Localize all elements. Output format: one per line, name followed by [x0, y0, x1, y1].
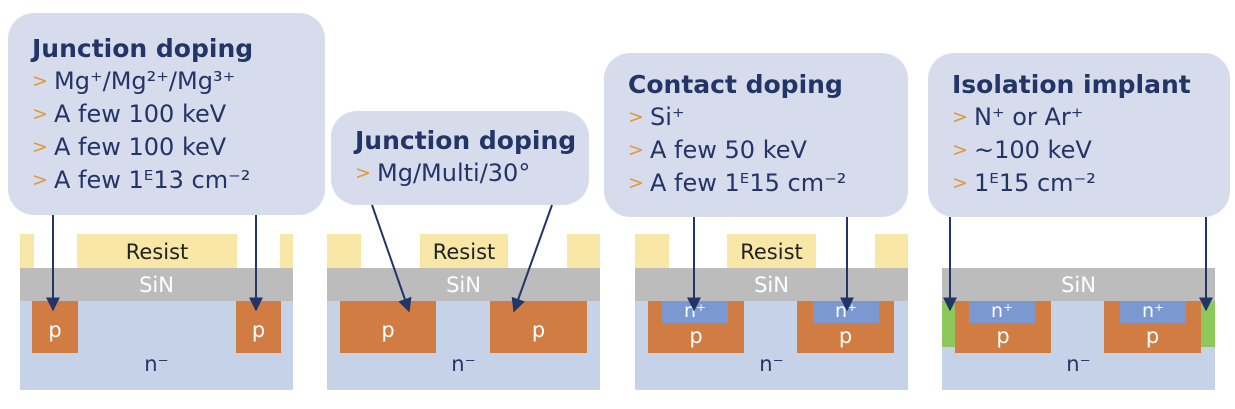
callout-item: > A few 100 keV	[32, 131, 305, 164]
n-label: n⁻	[451, 352, 476, 376]
callout-item-text: A few 1ᴱ15 cm⁻²	[650, 169, 847, 197]
bullet-icon: >	[32, 169, 48, 191]
resist-block	[280, 234, 293, 268]
callout-item: > A few 100 keV	[32, 98, 305, 131]
callout-item-text: Mg/Multi/30°	[377, 159, 531, 187]
callout-item: > A few 1ᴱ15 cm⁻²	[628, 167, 888, 200]
n-label: n⁻	[759, 352, 784, 376]
callout-junction-doping: Junction doping > Mg⁺/Mg²⁺/Mg³⁺ > A few 10…	[8, 13, 325, 215]
resist-block	[77, 234, 237, 268]
callout-item-text: A few 100 keV	[54, 133, 227, 161]
callout-item: >1ᴱ15 cm⁻²	[952, 167, 1210, 200]
p-label: p	[531, 318, 546, 342]
p-label: p	[381, 318, 395, 342]
callout-item: > N⁺ or Ar⁺	[952, 101, 1210, 134]
sin-label: SiN	[446, 273, 481, 297]
callout-item-text: Si⁺	[650, 103, 685, 131]
bullet-icon: >	[32, 70, 48, 92]
resist-label: Resist	[125, 240, 189, 264]
resist-label: Resist	[740, 240, 803, 264]
sin-label: SiN	[754, 273, 789, 297]
resist-block	[875, 234, 908, 268]
bullet-icon: >	[628, 106, 644, 128]
sin-layer	[20, 268, 293, 301]
callout-title: Contact doping	[628, 70, 843, 99]
callout-item-text: N⁺ or Ar⁺	[974, 103, 1084, 131]
callout-item: > A few 50 keV	[628, 134, 888, 167]
callout-item: > Mg/Multi/30°	[355, 157, 569, 190]
n-plus-label: n⁺	[1141, 300, 1165, 322]
sin-layer	[942, 268, 1215, 301]
p-label: p	[1145, 324, 1160, 348]
p-well	[490, 301, 587, 353]
bullet-icon: >	[32, 136, 48, 158]
callout-item-text: ~100 keV	[974, 136, 1092, 164]
resist-block	[420, 234, 508, 268]
callout-junction-doping-tilted: Junction doping > Mg/Multi/30°	[331, 111, 589, 205]
implant-arrow	[371, 204, 412, 313]
n-plus-region	[813, 301, 879, 323]
callout-title: Junction doping	[32, 34, 254, 63]
n-plus-region	[1120, 301, 1186, 323]
implant-arrow	[511, 204, 553, 313]
sin-label: SiN	[1061, 273, 1096, 297]
n-plus-region	[662, 301, 728, 323]
bullet-icon: >	[32, 103, 48, 125]
resist-block	[327, 234, 361, 268]
sin-layer	[635, 268, 908, 301]
resist-block	[727, 234, 816, 268]
bullet-icon: >	[952, 106, 968, 128]
bullet-icon: >	[628, 139, 644, 161]
callout-item: > Mg⁺/Mg²⁺/Mg³⁺	[32, 65, 305, 98]
p-label: p	[689, 324, 703, 348]
bullet-icon: >	[355, 162, 371, 184]
callout-item-text: A few 1ᴱ13 cm⁻²	[54, 166, 251, 194]
callout-item-text: A few 100 keV	[54, 100, 227, 128]
p-label: p	[251, 318, 266, 342]
callout-isolation-implant: Isolation implant > N⁺ or Ar⁺ > ~100 keV >…	[928, 53, 1230, 217]
resist-block	[20, 234, 34, 268]
callout-title: Isolation implant	[952, 70, 1191, 99]
callout-title: Junction doping	[355, 126, 577, 155]
bullet-icon: >	[628, 172, 644, 194]
p-label: p	[48, 318, 62, 342]
n-plus-label: n⁺	[990, 300, 1014, 322]
callout-item-text: 1ᴱ15 cm⁻²	[974, 169, 1096, 197]
n-plus-region	[969, 301, 1035, 323]
p-label: p	[838, 324, 853, 348]
p-label: p	[996, 324, 1010, 348]
callout-item: > A few 1ᴱ13 cm⁻²	[32, 164, 305, 197]
bullet-icon: >	[952, 172, 968, 194]
callout-item-text: Mg⁺/Mg²⁺/Mg³⁺	[54, 67, 236, 95]
p-well	[340, 301, 436, 353]
callout-item: > ~100 keV	[952, 134, 1210, 167]
callout-item: > Si⁺	[628, 101, 888, 134]
bullet-icon: >	[952, 139, 968, 161]
isolation-region	[1201, 301, 1215, 347]
n-label: n⁻	[1066, 352, 1091, 376]
sin-label: SiN	[139, 273, 174, 297]
resist-block	[635, 234, 669, 268]
resist-label: Resist	[432, 240, 496, 264]
callout-item-text: A few 50 keV	[650, 136, 807, 164]
sin-layer	[327, 268, 600, 301]
isolation-region	[942, 301, 955, 347]
resist-block	[567, 234, 600, 268]
n-label: n⁻	[144, 352, 169, 376]
callout-contact-doping: Contact doping > Si⁺ > A few 50 keV > A few…	[604, 53, 908, 217]
